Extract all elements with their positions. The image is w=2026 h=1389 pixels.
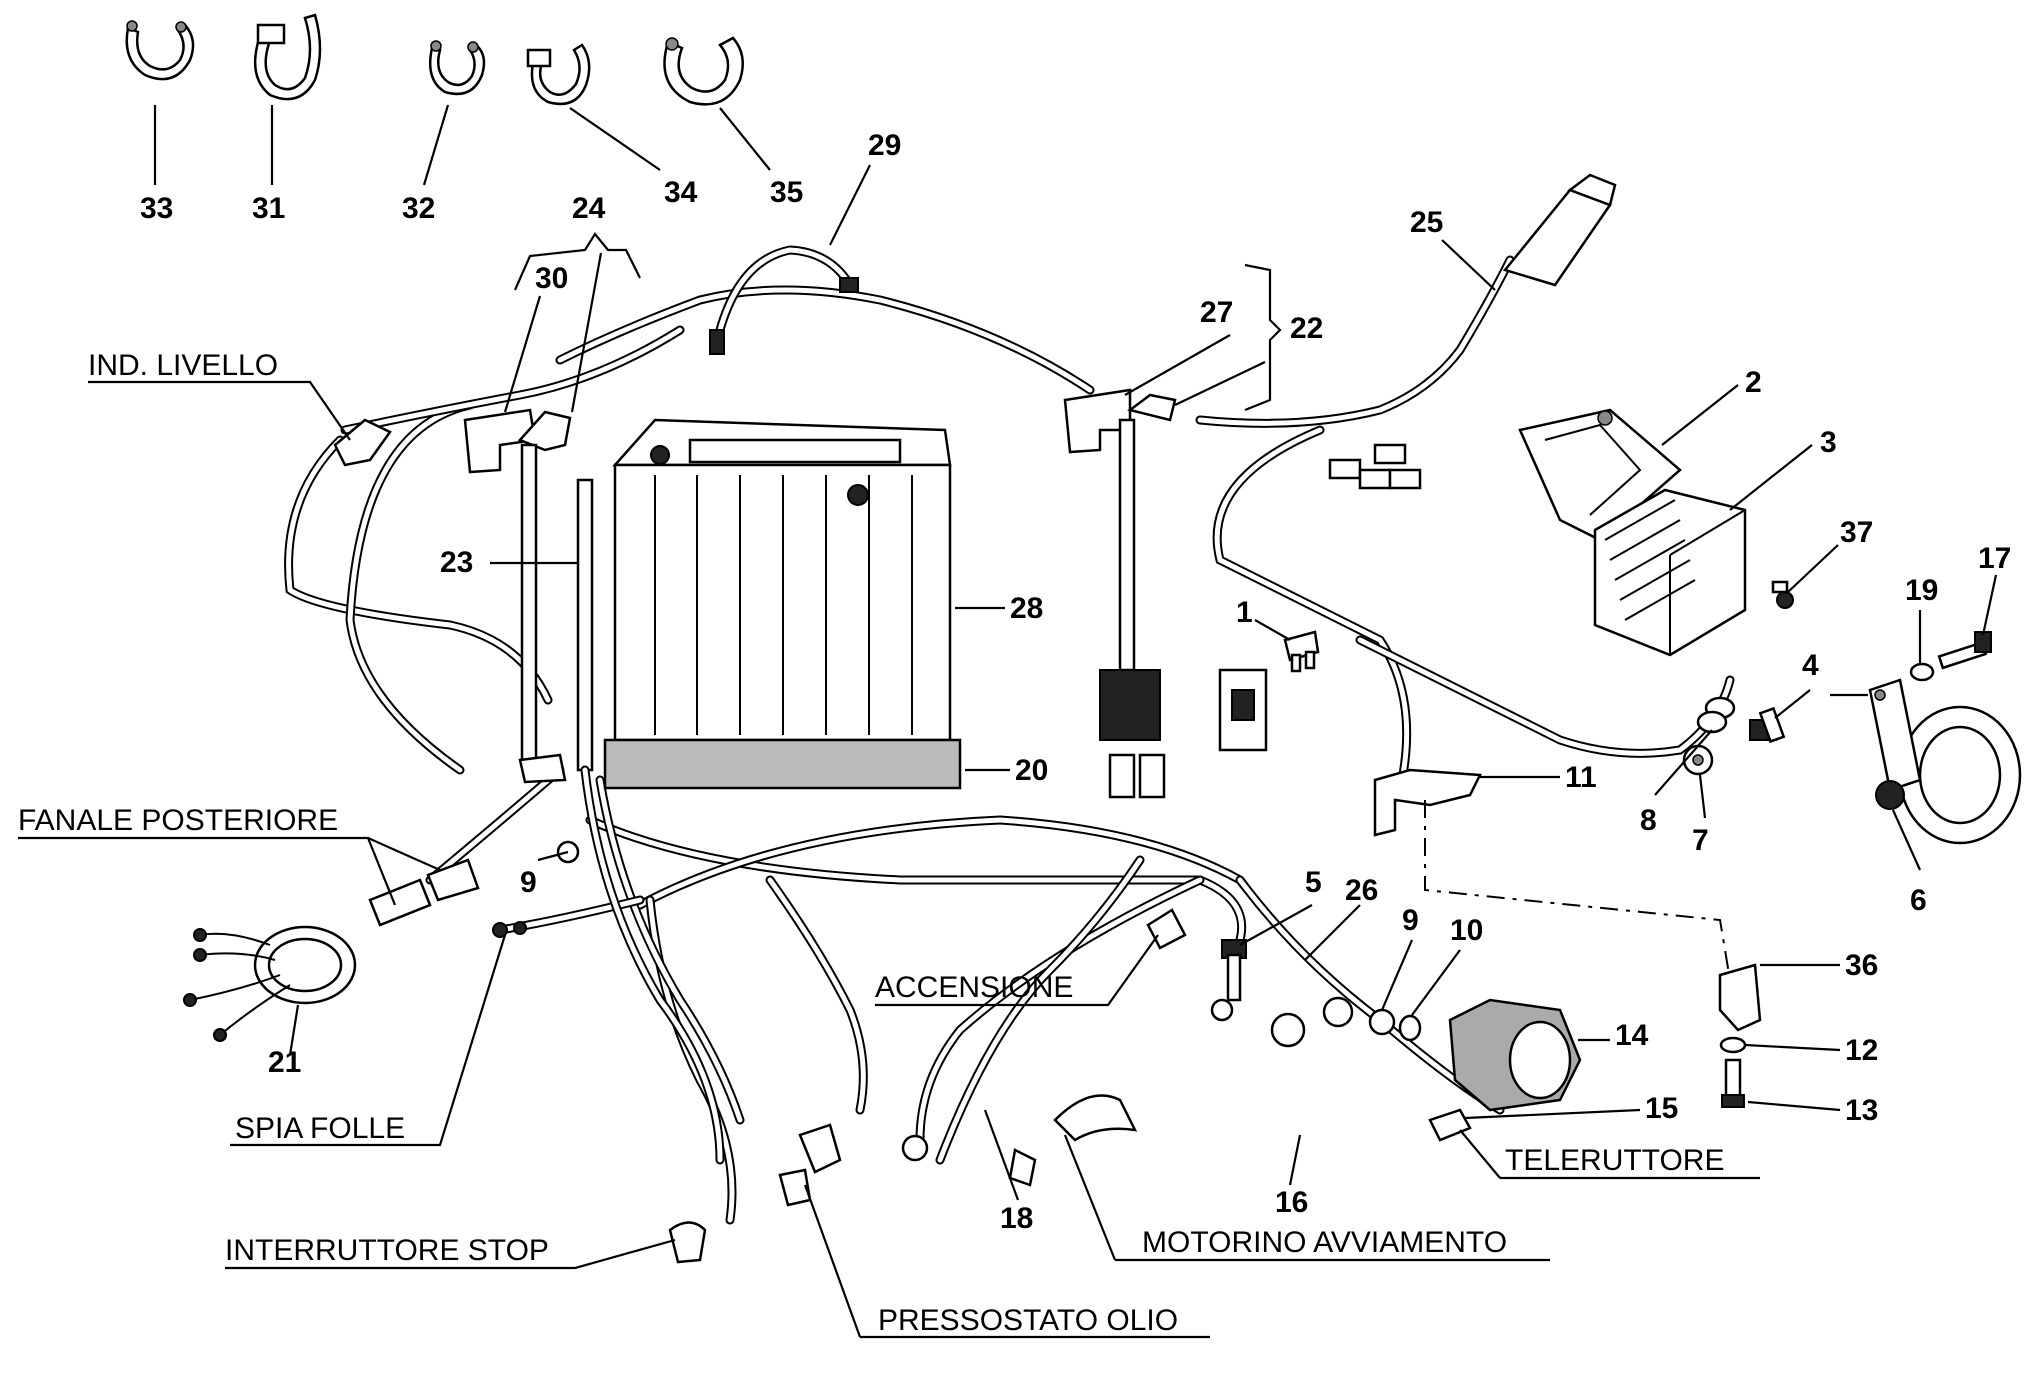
part-number-16: 16: [1275, 1186, 1308, 1219]
clip-33: [125, 20, 195, 81]
part-number-8: 8: [1640, 804, 1657, 837]
part-number-26: 26: [1345, 874, 1378, 907]
starter-relay-14: [1448, 998, 1582, 1112]
part-number-18: 18: [1000, 1202, 1033, 1235]
part-number-13: 13: [1845, 1094, 1878, 1127]
cable-18: [901, 1134, 1037, 1187]
clip-34: [526, 43, 591, 106]
part-number-29: 29: [868, 129, 901, 162]
part-number-11: 11: [1565, 761, 1597, 794]
nut-9-lower: [1368, 1008, 1396, 1036]
part-number-25: 25: [1410, 206, 1443, 239]
part-number-4: 4: [1802, 649, 1819, 682]
label-pressostato-olio: PRESSOSTATO OLIO: [878, 1304, 1178, 1337]
part-number-32: 32: [402, 192, 435, 225]
battery-cable-24-left: [517, 410, 572, 784]
rear-light-21: [183, 858, 480, 1042]
washer-19: [1909, 662, 1935, 682]
connection-labels: IND. LIVELLO FANALE POSTERIORE ACCENSION…: [18, 349, 1724, 1337]
part-number-37: 37: [1840, 516, 1873, 549]
part-number-9-right: 9: [1402, 904, 1419, 937]
starter-boot: [1053, 1094, 1138, 1142]
tube-23: [576, 478, 725, 1165]
label-spia-folle: SPIA FOLLE: [235, 1112, 405, 1145]
oil-pressure-connector: [778, 1123, 842, 1207]
part-number-20: 20: [1015, 754, 1048, 787]
part-number-28: 28: [1010, 592, 1043, 625]
horn-6: [1868, 678, 2022, 845]
bolt-17: [1937, 631, 1992, 670]
label-accensione: ACCENSIONE: [875, 971, 1073, 1004]
leader-lines: [18, 104, 1998, 1339]
part-number-5: 5: [1305, 866, 1322, 899]
label-ind-livello: IND. LIVELLO: [88, 349, 278, 382]
ind-livello-connector: [333, 418, 392, 467]
clip-35: [663, 36, 745, 106]
regulator-3: [1593, 488, 1747, 657]
connector-group-upper-right: [1328, 443, 1422, 490]
part-number-17: 17: [1978, 542, 2011, 575]
part-number-10: 10: [1450, 914, 1483, 947]
connector-pair-center: [1108, 668, 1268, 799]
part-number-31: 31: [252, 192, 285, 225]
part-number-22: 22: [1290, 312, 1323, 345]
part-number-34: 34: [664, 176, 698, 209]
part-number-23: 23: [440, 546, 473, 579]
part-number-21: 21: [268, 1046, 301, 1079]
bracket-11: [1373, 768, 1731, 981]
washer-8: [1696, 696, 1736, 734]
terminal-cap-30: [463, 408, 537, 474]
bolt-13: [1721, 1058, 1745, 1108]
screw-4: [1749, 706, 1786, 744]
part-number-19: 19: [1905, 574, 1938, 607]
stop-switch-connector: [668, 1221, 707, 1264]
teleruttore-connector-15: [1428, 1108, 1472, 1142]
part-number-36: 36: [1845, 949, 1878, 982]
part-number-9-left: 9: [520, 866, 537, 899]
part-number-3: 3: [1820, 426, 1837, 459]
cable-26: [1270, 996, 1354, 1048]
screw-5: [1221, 939, 1247, 1002]
terminal-cap-27: [1063, 388, 1132, 454]
part-number-14: 14: [1615, 1019, 1649, 1052]
part-number-27: 27: [1200, 296, 1233, 329]
nut-7: [1682, 744, 1714, 776]
label-motorino-avviamento: MOTORINO AVVIAMENTO: [1142, 1226, 1507, 1259]
battery-cable-22-right: [1099, 393, 1177, 741]
bracket-36: [1718, 963, 1762, 1032]
label-interruttore-stop: INTERRUTTORE STOP: [225, 1234, 549, 1267]
sleeve-25: [1502, 173, 1617, 287]
clip-32: [428, 40, 486, 96]
part-number-15: 15: [1645, 1092, 1678, 1125]
fuse-1: [1283, 630, 1320, 673]
part-number-6: 6: [1910, 884, 1927, 917]
part-number-24: 24: [572, 192, 606, 225]
part-number-35: 35: [770, 176, 803, 209]
washer-12: [1719, 1036, 1747, 1054]
part-number-12: 12: [1845, 1034, 1878, 1067]
battery-28: [603, 418, 962, 790]
washer-10: [1398, 1014, 1422, 1042]
label-teleruttore: TELERUTTORE: [1505, 1144, 1724, 1177]
label-fanale-posteriore: FANALE POSTERIORE: [18, 804, 338, 837]
accensione-connector: [1146, 908, 1187, 950]
screw-37: [1771, 580, 1794, 609]
battery-pad-20: [603, 738, 962, 790]
part-number-7: 7: [1692, 824, 1709, 857]
spia-folle-connector: [492, 921, 527, 938]
part-number-33: 33: [140, 192, 173, 225]
part-number-labels: 33 31 32 34 35 29 24 30 27 22 25 2 3 37 …: [140, 129, 2011, 1235]
part-number-1: 1: [1236, 596, 1253, 629]
part-number-2: 2: [1745, 366, 1762, 399]
wire-29: [709, 245, 859, 355]
part-number-30: 30: [535, 262, 568, 295]
clip-31: [253, 13, 322, 101]
